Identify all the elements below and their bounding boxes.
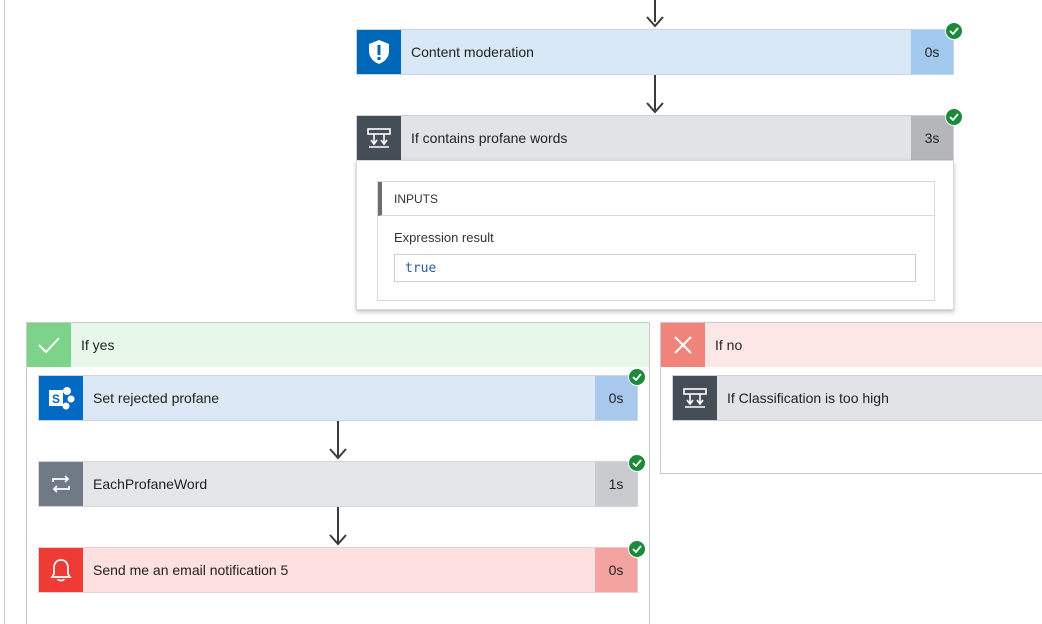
connector-yes-1 bbox=[337, 421, 339, 457]
if-classification-too-high-action[interactable]: If Classification is too high bbox=[672, 375, 1042, 421]
send-email-notification-action[interactable]: Send me an email notification 5 0s bbox=[38, 547, 638, 593]
connector-2 bbox=[654, 75, 656, 110]
inputs-heading[interactable]: INPUTS bbox=[378, 182, 934, 216]
if-yes-branch: If yes bbox=[26, 322, 650, 624]
success-check-icon bbox=[945, 22, 963, 40]
action-duration: 0s bbox=[911, 30, 953, 74]
success-check-icon bbox=[945, 108, 963, 126]
checkmark-icon bbox=[27, 323, 71, 367]
action-title: If Classification is too high bbox=[727, 390, 889, 406]
connector-top bbox=[654, 0, 656, 22]
action-title: Send me an email notification 5 bbox=[93, 562, 289, 578]
if-yes-label: If yes bbox=[81, 337, 115, 353]
action-title: Content moderation bbox=[411, 44, 534, 60]
expression-result-value[interactable]: true bbox=[394, 254, 916, 282]
if-no-label: If no bbox=[715, 337, 743, 353]
action-title: Set rejected profane bbox=[93, 390, 220, 406]
svg-text:S: S bbox=[52, 392, 60, 406]
success-check-icon bbox=[628, 454, 646, 472]
action-title: If contains profane words bbox=[411, 130, 568, 146]
arrow-yes-2 bbox=[329, 534, 347, 546]
each-profane-word-action[interactable]: EachProfaneWord 1s bbox=[38, 461, 638, 507]
if-no-header[interactable]: If no bbox=[661, 323, 1042, 367]
shield-alert-icon bbox=[357, 30, 401, 74]
arrow-2 bbox=[646, 102, 664, 114]
connector-yes-2 bbox=[337, 507, 339, 543]
condition-icon bbox=[357, 116, 401, 160]
success-check-icon bbox=[628, 540, 646, 558]
arrow-top bbox=[646, 16, 664, 28]
if-yes-header[interactable]: If yes bbox=[27, 323, 649, 367]
if-no-branch: If no bbox=[660, 322, 1042, 474]
condition-action[interactable]: If contains profane words 3s bbox=[356, 115, 954, 161]
action-title: EachProfaneWord bbox=[93, 476, 208, 492]
bell-icon bbox=[39, 548, 83, 592]
arrow-yes-1 bbox=[329, 448, 347, 460]
sharepoint-icon: S bbox=[39, 376, 83, 420]
inputs-section: INPUTS Expression result true bbox=[377, 181, 935, 301]
action-duration: 3s bbox=[911, 116, 953, 160]
loop-icon bbox=[39, 462, 83, 506]
content-moderation-action[interactable]: Content moderation 0s bbox=[356, 29, 954, 75]
condition-details-panel: INPUTS Expression result true bbox=[356, 160, 954, 310]
success-check-icon bbox=[628, 368, 646, 386]
condition-icon bbox=[673, 376, 717, 420]
canvas-left-border bbox=[4, 0, 5, 624]
set-rejected-profane-action[interactable]: S Set rejected profane 0s bbox=[38, 375, 638, 421]
expression-result-label: Expression result bbox=[394, 230, 494, 245]
x-icon bbox=[661, 323, 705, 367]
